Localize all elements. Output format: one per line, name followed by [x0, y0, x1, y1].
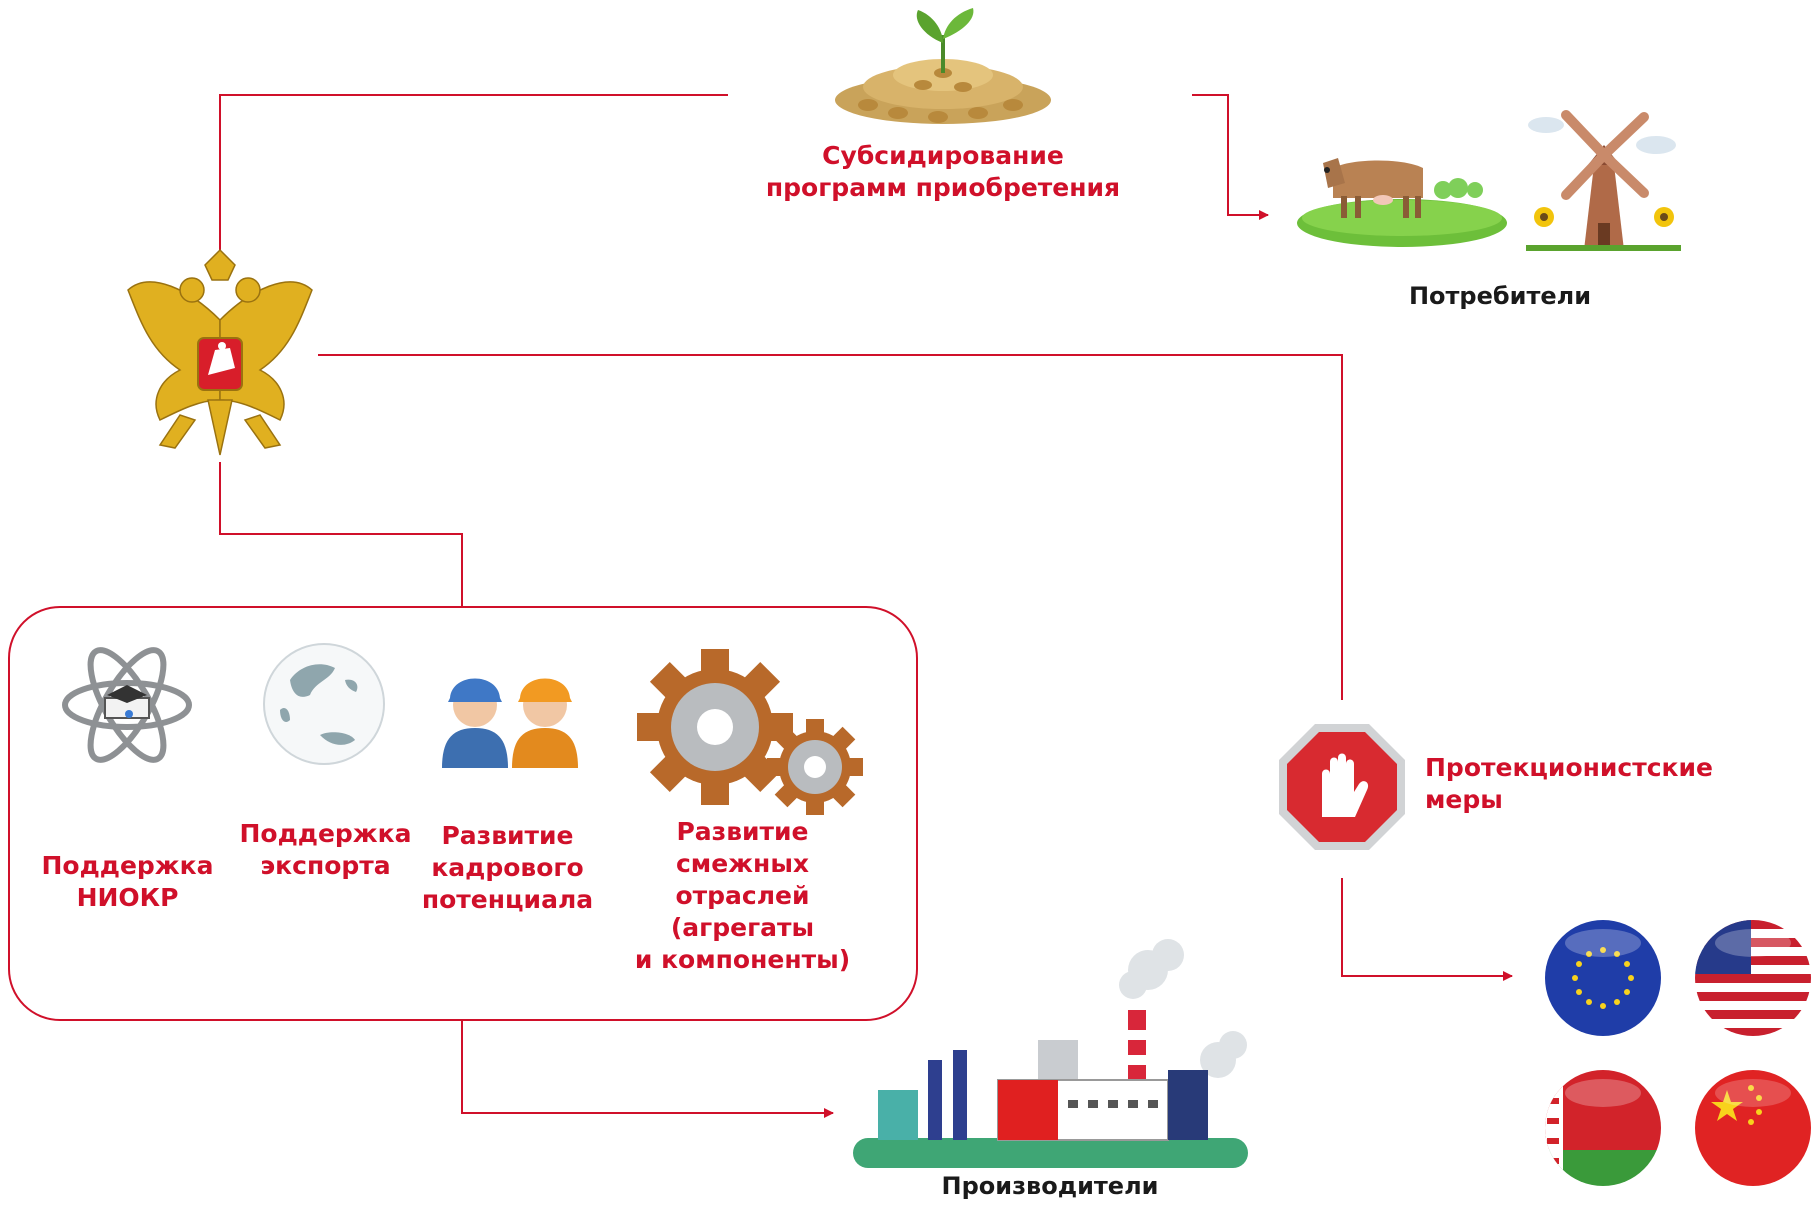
support-measures-panel — [8, 606, 918, 1021]
line-gov-to-protection — [318, 354, 1343, 700]
support-export-label: Поддержка экспорта — [218, 818, 433, 882]
china-flag-icon — [1695, 1070, 1811, 1186]
support-related-line2: смежных — [675, 849, 810, 878]
line-protection-to-countries — [1341, 878, 1513, 981]
support-staff-label: Развитие кадрового потенциала — [400, 820, 615, 916]
workers-icon — [442, 678, 578, 768]
usa-flag-icon — [1695, 920, 1811, 1036]
windmill-icon — [1526, 110, 1681, 251]
gears-icon — [637, 649, 863, 815]
line-gov-to-panel — [219, 462, 463, 606]
support-export-line1: Поддержка — [239, 819, 412, 848]
subsidy-label-line2: программ приобретения — [765, 173, 1121, 202]
protection-line2: меры — [1425, 785, 1503, 814]
subsidy-label: Субсидирование программ приобретения — [743, 140, 1143, 204]
eu-flag-icon — [1545, 920, 1661, 1036]
globe-icon — [263, 643, 385, 765]
support-rnd-line2: НИОКР — [76, 883, 179, 912]
support-related-line5: и компоненты) — [634, 945, 851, 974]
russian-coat-of-arms-icon — [127, 248, 313, 456]
stop-hand-icon — [1279, 724, 1405, 850]
protection-label: Протекционистские меры — [1425, 752, 1713, 816]
support-export-line2: экспорта — [260, 851, 391, 880]
line-panel-to-producers — [461, 1021, 834, 1118]
support-related-line4: (агрегаты — [670, 913, 815, 942]
producers-label: Производители — [941, 1172, 1159, 1200]
support-related-line3: отраслей — [675, 881, 810, 910]
atom-icon — [62, 647, 192, 763]
subsidy-label-line1: Субсидирование — [822, 141, 1064, 170]
coins-sprout-icon — [835, 8, 1051, 124]
support-rnd-label: Поддержка НИОКР — [20, 850, 235, 914]
belarus-flag-icon — [1545, 1070, 1661, 1186]
factory-icon — [853, 939, 1248, 1168]
support-staff-line2: кадрового — [431, 853, 584, 882]
support-staff-line1: Развитие — [441, 821, 574, 850]
consumers-label: Потребители — [1408, 282, 1592, 310]
line-gov-to-subsidy — [219, 94, 728, 250]
support-related-line1: Развитие — [676, 817, 809, 846]
protection-line1: Протекционистские — [1425, 753, 1713, 782]
support-related-label: Развитие смежных отраслей (агрегаты и ко… — [620, 816, 865, 976]
cow-pasture-icon — [1297, 158, 1507, 247]
support-staff-line3: потенциала — [421, 885, 594, 914]
support-rnd-line1: Поддержка — [41, 851, 214, 880]
line-subsidy-to-consumers — [1192, 94, 1269, 220]
